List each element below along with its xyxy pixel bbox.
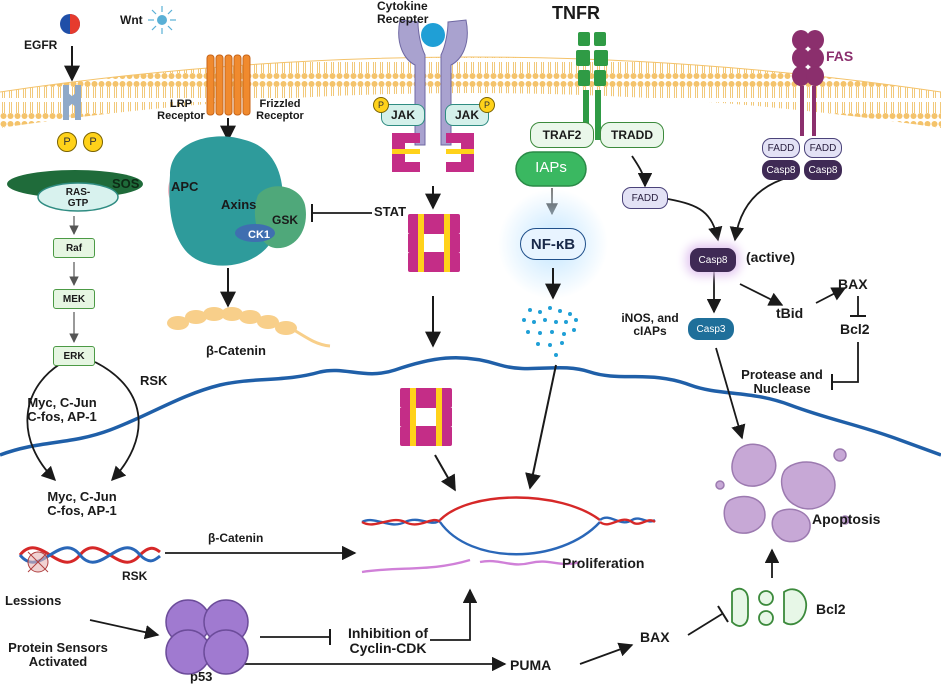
jak-phospho-right: P	[479, 97, 495, 113]
fas-receptor	[792, 30, 824, 136]
bcl2-bodies	[731, 587, 808, 627]
tbid-label: tBid	[776, 305, 804, 321]
sos-label: SOS	[112, 176, 140, 191]
jak-right-box: JAK	[445, 104, 489, 126]
fas-casp8-left-box: Casp8	[762, 160, 800, 180]
tnfr-label: TNFR	[552, 3, 600, 23]
cytokine-receptor-label: Cytokine Recepter	[377, 0, 429, 27]
stat-dimer-receptor	[392, 133, 474, 172]
apoptosis-label: Apoptosis	[812, 511, 881, 527]
egfr-phospho-right: P	[83, 132, 103, 152]
cytokine-ligand	[421, 23, 445, 47]
lessions-label: Lessions	[5, 593, 62, 608]
wnt-ligand	[148, 6, 176, 34]
bcl2-nucleus-label: Bcl2	[816, 601, 846, 617]
fas-casp8-right-box: Casp8	[804, 160, 842, 180]
traf2-box: TRAF2	[530, 122, 594, 148]
bax-label: BAX	[838, 276, 868, 292]
bcl2-label: Bcl2	[840, 321, 870, 337]
iaps-box	[515, 151, 587, 187]
tnfr-receptor	[576, 32, 608, 140]
lrp-receptor-label: LRP Receptor	[157, 98, 205, 123]
egfr-receptor	[63, 85, 81, 120]
puma-label: PUMA	[510, 657, 552, 673]
fas-label: FAS	[826, 48, 854, 64]
jak-left-box: JAK	[381, 104, 425, 126]
dna-replication	[361, 496, 656, 574]
beta-catenin-chain	[167, 307, 331, 348]
jak-phospho-left: P	[373, 97, 389, 113]
ck1-label: CK1	[248, 229, 271, 241]
fas-fadd-right-box: FADD	[804, 138, 842, 158]
p53-label: p53	[190, 669, 213, 684]
mek-box: MEK	[53, 289, 95, 309]
tradd-box: TRADD	[600, 122, 664, 148]
wnt-label: Wnt	[120, 13, 143, 27]
tf-cytoplasm-label: Myc, C-Jun C-fos, AP-1	[27, 395, 97, 425]
casp3-box: Casp3	[688, 318, 734, 340]
ck1-blob	[235, 224, 275, 242]
apoptotic-bodies	[715, 443, 850, 543]
inhibition-cyclin-cdk-label: Inhibition of Cyclin-CDK	[347, 625, 429, 657]
stat-dimer-cytosol	[408, 214, 460, 272]
stat-label: STAT	[374, 204, 407, 219]
nuclear-envelope	[0, 355, 941, 457]
ras-gtp-label: RAS- GTP	[65, 187, 91, 209]
protease-nuclease-label: Protease and Nuclease	[741, 367, 823, 397]
inos-ciaps-label: iNOS, and cIAPs	[621, 311, 679, 339]
erk-box: ERK	[53, 346, 95, 366]
stat-dimer-nucleus	[400, 388, 452, 446]
tf-nucleus-label: Myc, C-Jun C-fos, AP-1	[47, 489, 117, 519]
raf-box: Raf	[53, 238, 95, 258]
axins-label: Axins	[221, 197, 257, 212]
lesion-mark	[27, 551, 49, 573]
nfkb-box: NF-κB	[520, 228, 586, 260]
egfr-phospho-left: P	[57, 132, 77, 152]
iaps-label: IAPs	[535, 159, 567, 176]
frizzled-receptor-label: Frizzled Receptor	[256, 98, 304, 123]
frizzled-receptor	[206, 54, 251, 116]
nfkb-dots	[522, 306, 578, 357]
beta-catenin-nucleus-label: β-Catenin	[208, 531, 264, 545]
casp8-active-box: Casp8	[690, 248, 736, 272]
tnfr-fadd-box: FADD	[622, 187, 668, 209]
active-label: (active)	[746, 249, 796, 265]
beta-catenin-cyto-label: β-Catenin	[206, 343, 266, 358]
rsk-label: RSK	[140, 373, 168, 388]
proliferation-label: Proliferation	[562, 555, 645, 571]
egfr-label: EGFR	[24, 38, 58, 52]
protein-sensors-label: Protein Sensors Activated	[8, 640, 108, 670]
rsk-nucleus-label: RSK	[122, 569, 148, 583]
p53-tetramer	[165, 599, 249, 675]
bax-nucleus-label: BAX	[640, 629, 670, 645]
fas-fadd-left-box: FADD	[762, 138, 800, 158]
gsk-label: GSK	[272, 213, 299, 227]
apc-label: APC	[171, 179, 199, 194]
